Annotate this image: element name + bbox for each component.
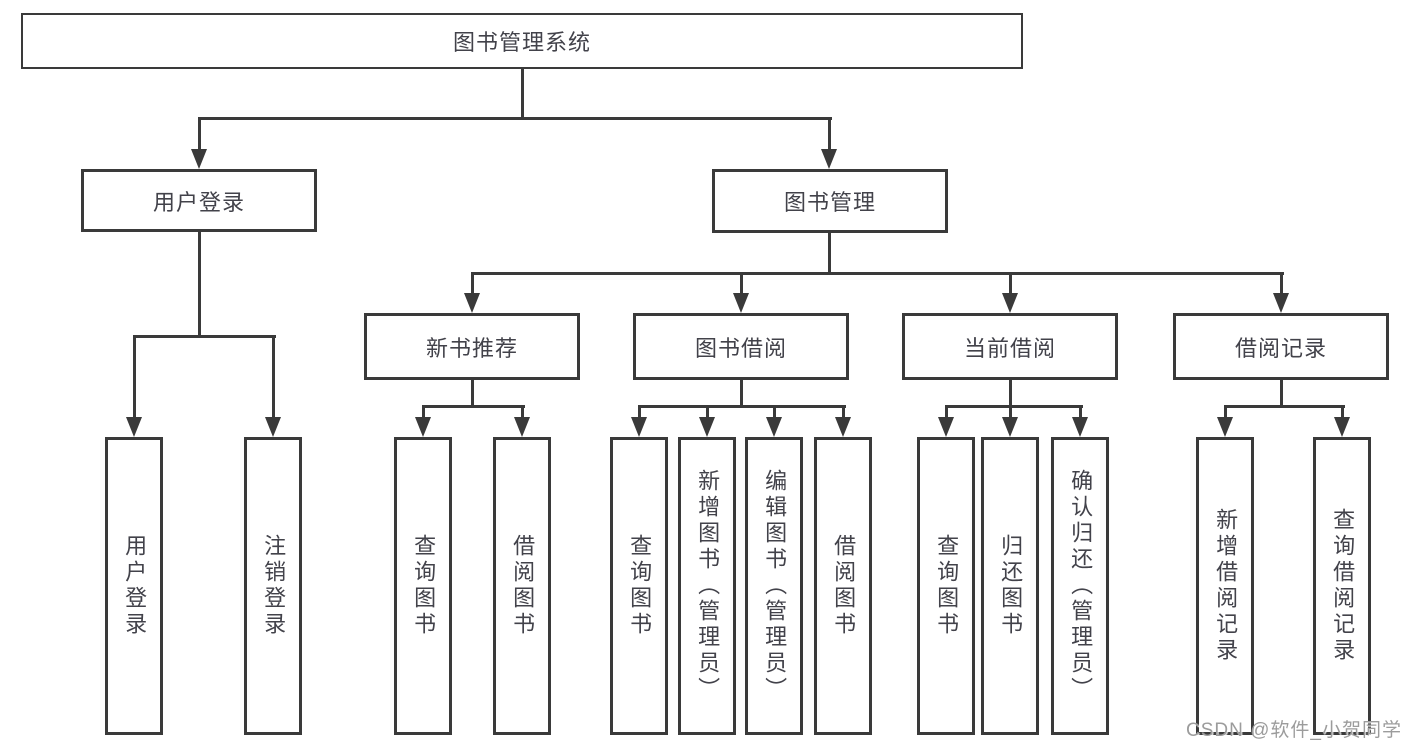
connector-vline <box>773 405 776 419</box>
connector-vline <box>521 69 524 117</box>
arrowhead-down-icon <box>938 417 954 437</box>
connector-hline <box>639 405 846 408</box>
connector-vline <box>198 117 201 151</box>
connector-vline <box>1079 405 1082 419</box>
arrowhead-down-icon <box>1273 293 1289 313</box>
node-book-borrow: 图书借阅 <box>633 313 849 380</box>
arrowhead-down-icon <box>1217 417 1233 437</box>
connector-vline <box>828 117 831 151</box>
connector-vline <box>945 405 948 419</box>
connector-vline <box>471 272 474 295</box>
connector-vline <box>706 405 709 419</box>
leaf-confirm-return-admin-label: 确认归还（管理员） <box>1068 469 1094 703</box>
arrowhead-down-icon <box>126 417 142 437</box>
leaf-query-books-current: 查询图书 <box>917 437 975 735</box>
arrowhead-down-icon <box>733 293 749 313</box>
leaf-add-borrow-record: 新增借阅记录 <box>1196 437 1254 735</box>
arrowhead-down-icon <box>265 417 281 437</box>
connector-vline <box>198 232 201 338</box>
connector-vline <box>842 405 845 419</box>
leaf-return-book: 归还图书 <box>981 437 1039 735</box>
arrowhead-down-icon <box>699 417 715 437</box>
node-root: 图书管理系统 <box>21 13 1023 69</box>
leaf-borrow-books-label: 借阅图书 <box>831 534 857 638</box>
node-user-login-label: 用户登录 <box>152 189 245 215</box>
leaf-query-books-borrow-label: 查询图书 <box>627 534 653 638</box>
node-borrow-records-label: 借阅记录 <box>1234 335 1327 361</box>
arrowhead-down-icon <box>1334 417 1350 437</box>
connector-vline <box>471 380 474 408</box>
connector-vline <box>1009 405 1012 419</box>
leaf-return-book-label: 归还图书 <box>998 534 1024 638</box>
leaf-edit-book-admin: 编辑图书（管理员） <box>745 437 803 735</box>
leaf-logout-label: 注销登录 <box>261 534 287 638</box>
node-current-borrow-label: 当前借阅 <box>963 335 1056 361</box>
leaf-add-book-admin: 新增图书（管理员） <box>678 437 736 735</box>
connector-vline <box>1280 380 1283 408</box>
leaf-query-books-recommend-label: 查询图书 <box>411 534 437 638</box>
connector-vline <box>638 405 641 419</box>
connector-vline <box>740 272 743 295</box>
arrowhead-down-icon <box>835 417 851 437</box>
connector-vline <box>133 335 136 419</box>
connector-vline <box>272 335 275 419</box>
connector-vline <box>1009 380 1012 408</box>
connector-vline <box>1009 272 1012 295</box>
arrowhead-down-icon <box>1002 293 1018 313</box>
node-new-book-recommend-label: 新书推荐 <box>425 335 518 361</box>
leaf-query-books-borrow: 查询图书 <box>610 437 668 735</box>
connector-hline <box>134 335 276 338</box>
node-new-book-recommend: 新书推荐 <box>364 313 580 380</box>
connector-vline <box>521 405 524 419</box>
arrowhead-down-icon <box>821 149 837 169</box>
arrowhead-down-icon <box>415 417 431 437</box>
arrowhead-down-icon <box>631 417 647 437</box>
node-book-management-label: 图书管理 <box>783 190 876 215</box>
arrowhead-down-icon <box>514 417 530 437</box>
leaf-add-borrow-record-label: 新增借阅记录 <box>1213 508 1239 664</box>
connector-hline <box>1225 405 1345 408</box>
leaf-query-books-recommend: 查询图书 <box>394 437 452 735</box>
leaf-confirm-return-admin: 确认归还（管理员） <box>1051 437 1109 735</box>
leaf-query-books-current-label: 查询图书 <box>934 534 960 638</box>
leaf-logout: 注销登录 <box>244 437 302 735</box>
connector-hline <box>423 405 525 408</box>
connector-hline <box>946 405 1083 408</box>
connector-vline <box>1341 405 1344 419</box>
leaf-borrow-books-recommend-label: 借阅图书 <box>510 534 536 638</box>
connector-hline <box>199 117 832 120</box>
node-current-borrow: 当前借阅 <box>902 313 1118 380</box>
arrowhead-down-icon <box>1002 417 1018 437</box>
leaf-query-borrow-record: 查询借阅记录 <box>1313 437 1371 735</box>
watermark: CSDN @软件_小贺同学 <box>1186 720 1402 741</box>
connector-vline <box>1280 272 1283 295</box>
leaf-add-book-admin-label: 新增图书（管理员） <box>695 469 721 703</box>
arrowhead-down-icon <box>766 417 782 437</box>
node-root-label: 图书管理系统 <box>452 30 591 55</box>
connector-vline <box>1224 405 1227 419</box>
node-book-management: 图书管理 <box>712 169 948 233</box>
leaf-user-login-label: 用户登录 <box>122 534 148 638</box>
arrowhead-down-icon <box>464 293 480 313</box>
arrowhead-down-icon <box>191 149 207 169</box>
leaf-user-login: 用户登录 <box>105 437 163 735</box>
arrowhead-down-icon <box>1072 417 1088 437</box>
node-book-borrow-label: 图书借阅 <box>694 335 787 361</box>
leaf-edit-book-admin-label: 编辑图书（管理员） <box>762 469 788 703</box>
leaf-query-borrow-record-label: 查询借阅记录 <box>1330 508 1356 664</box>
connector-hline <box>472 272 1284 275</box>
connector-vline <box>422 405 425 419</box>
connector-vline <box>828 233 831 275</box>
leaf-borrow-books: 借阅图书 <box>814 437 872 735</box>
node-borrow-records: 借阅记录 <box>1173 313 1389 380</box>
node-user-login: 用户登录 <box>81 169 317 232</box>
connector-vline <box>740 380 743 408</box>
leaf-borrow-books-recommend: 借阅图书 <box>493 437 551 735</box>
